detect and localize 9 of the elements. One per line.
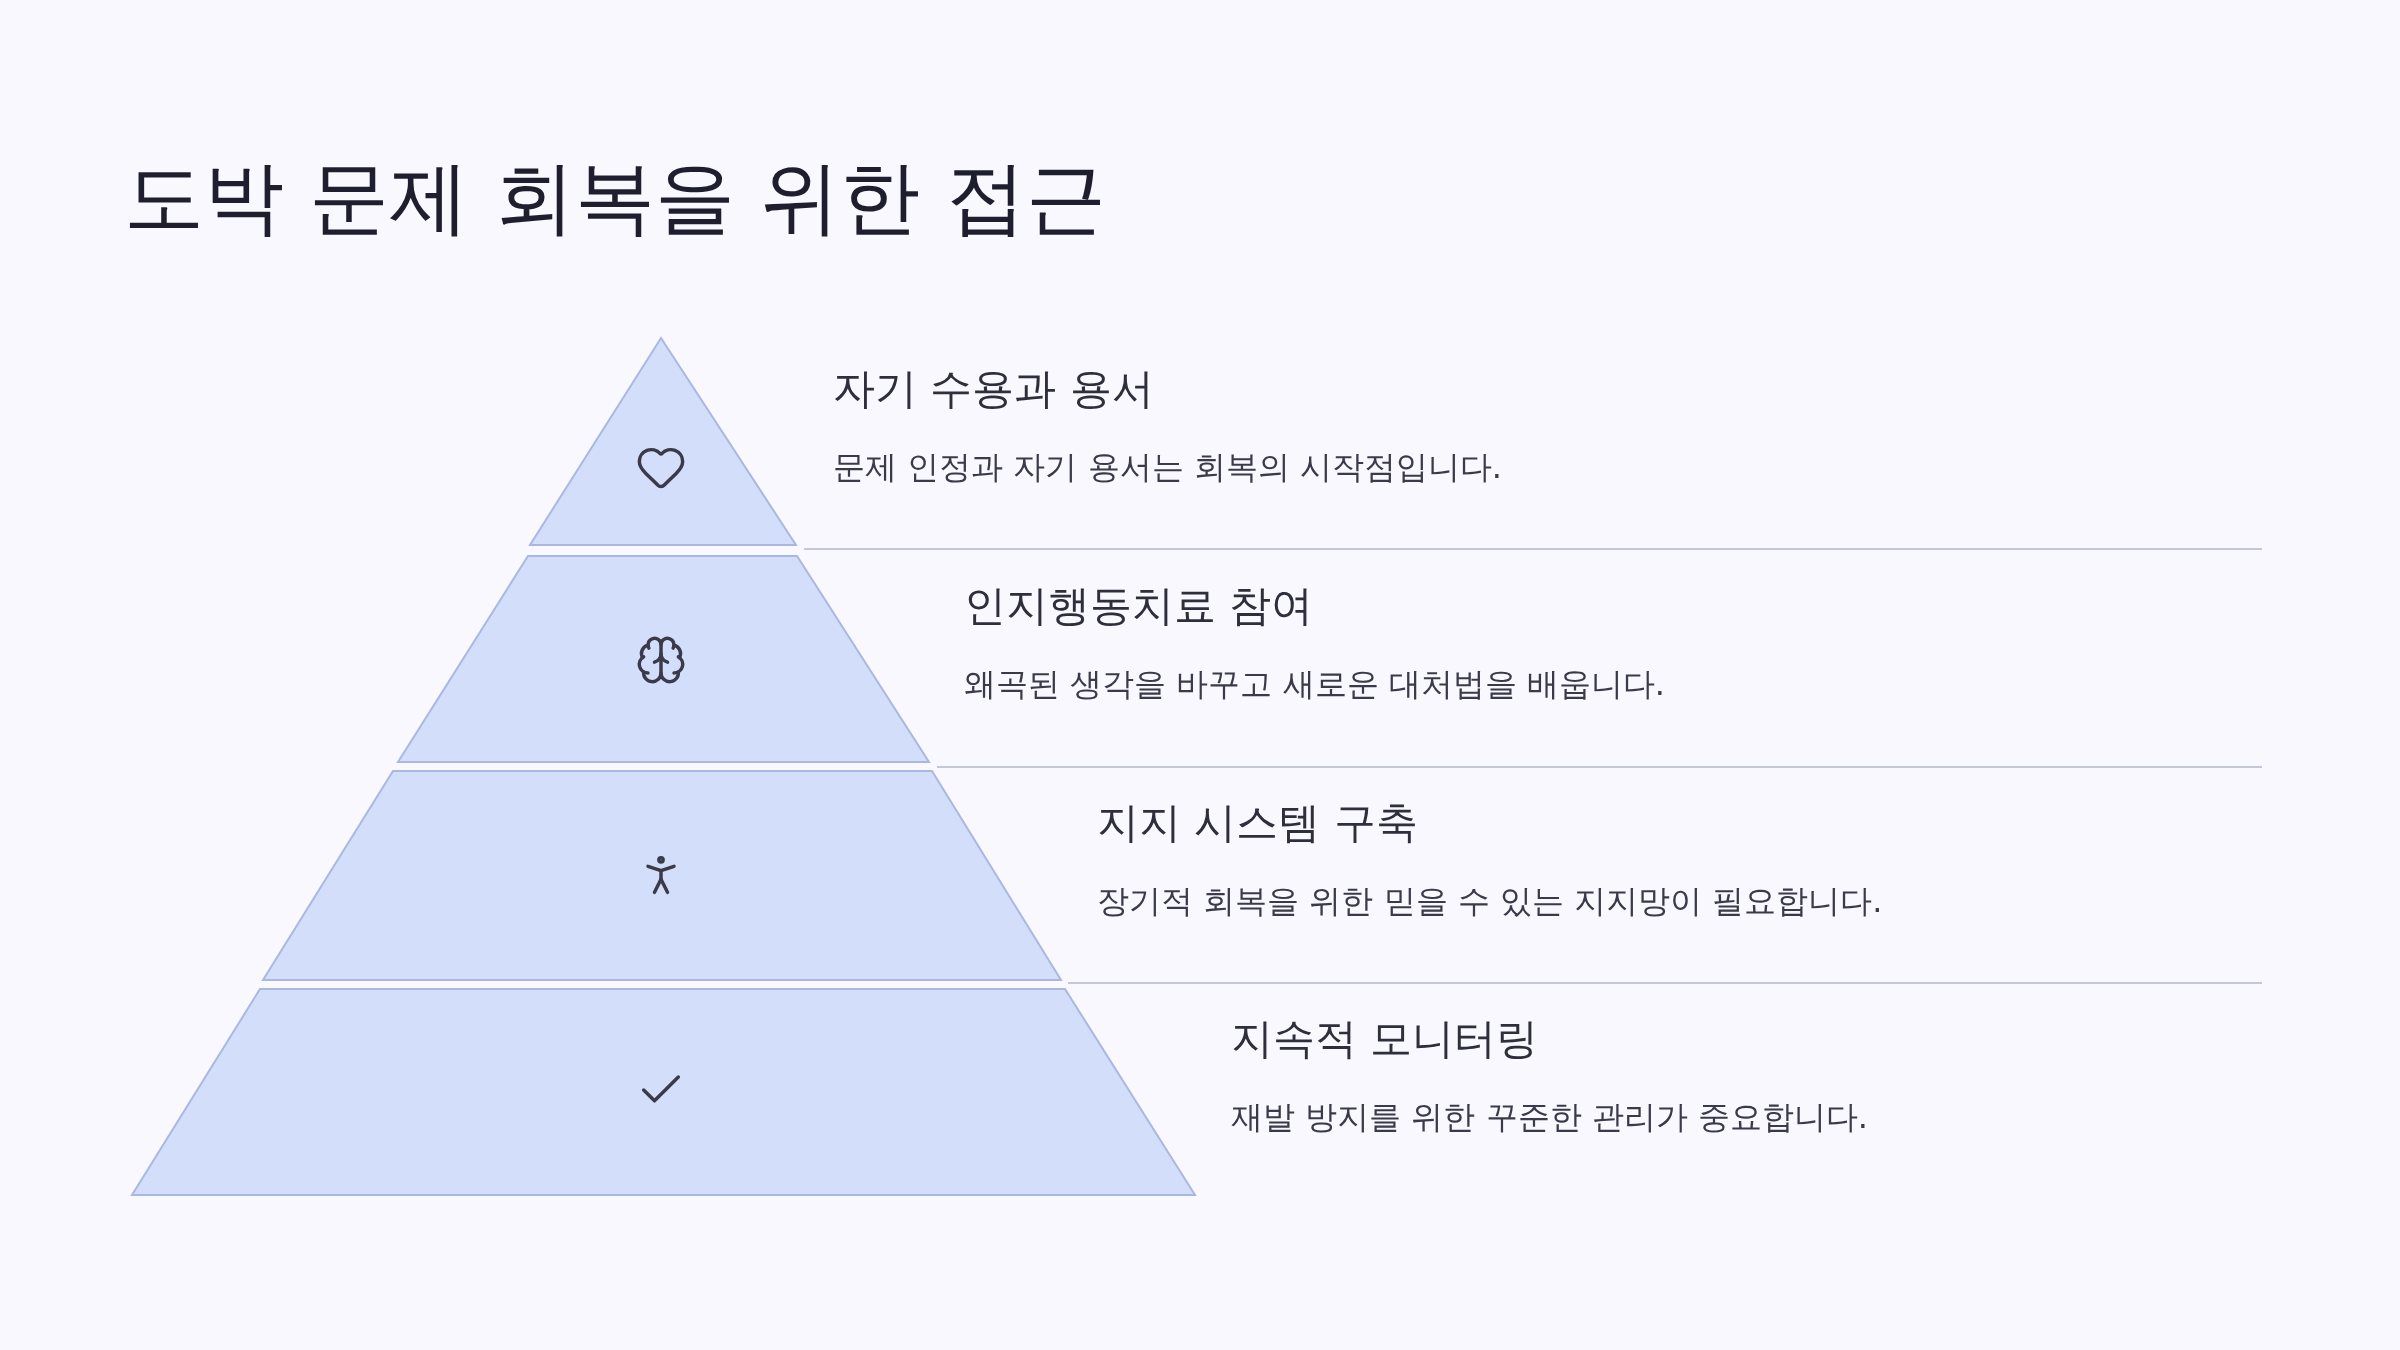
title: 도박 문제 회복을 위한 접근 [124, 150, 1106, 246]
tier-heading: 지속적 모니터링 [1231, 1014, 1539, 1065]
tier-heading: 인지행동치료 참여 [964, 581, 1314, 632]
tier-description: 왜곡된 생각을 바꾸고 새로운 대처법을 배웁니다. [964, 665, 1666, 704]
tier-heading: 지지 시스템 구축 [1097, 797, 1418, 848]
tier-description: 문제 인정과 자기 용서는 회복의 시작점입니다. [833, 447, 1503, 486]
tier-description: 재발 방지를 위한 꾸준한 관리가 중요합니다. [1231, 1098, 1869, 1137]
tier-heading: 자기 수용과 용서 [833, 363, 1154, 414]
tier-description: 장기적 회복을 위한 믿을 수 있는 지지망이 필요합니다. [1097, 881, 1883, 920]
